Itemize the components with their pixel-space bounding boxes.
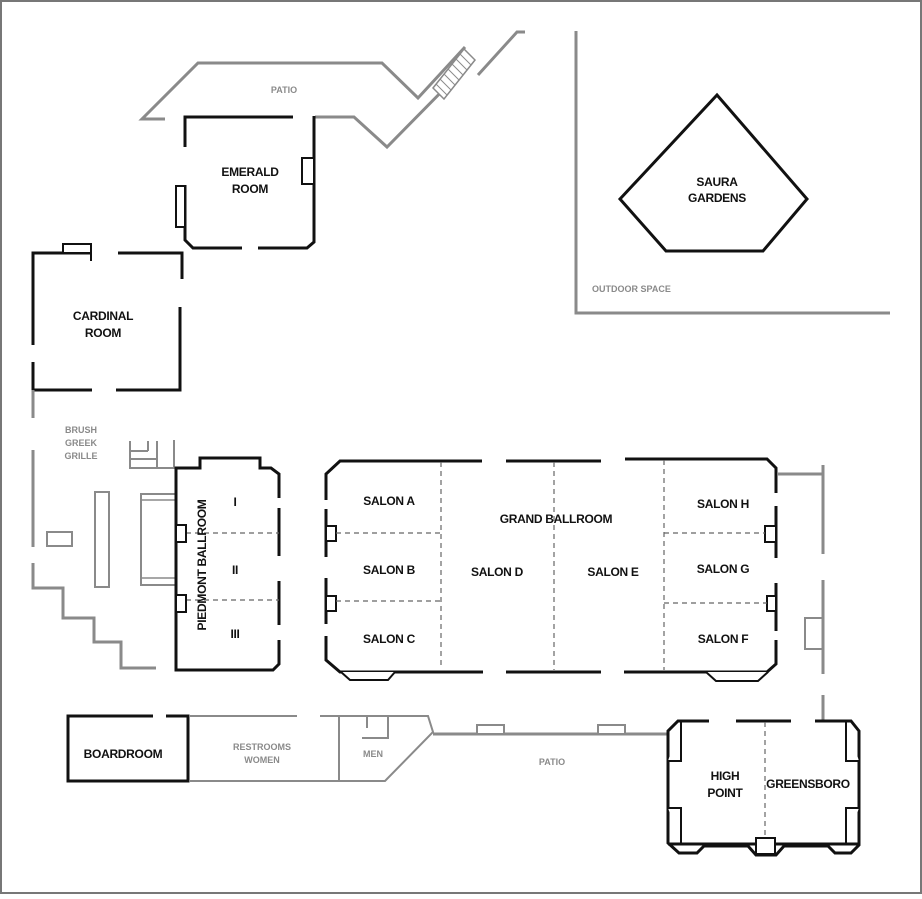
saura-gardens[interactable]: SAURA GARDENS <box>617 92 809 253</box>
grille-area[interactable]: BRUSH GREEK GRILLE <box>31 390 175 670</box>
salon-h-label[interactable]: SALON H <box>697 497 749 511</box>
boardroom-label: BOARDROOM <box>84 747 163 761</box>
high-point-greensboro[interactable]: HIGH POINT GREENSBORO <box>666 719 861 857</box>
patio-top-label: PATIO <box>271 85 297 95</box>
outdoor-space-area[interactable]: OUTDOOR SPACE <box>574 31 890 315</box>
salon-g-label[interactable]: SALON G <box>697 562 750 576</box>
emerald-room-label-2: ROOM <box>232 182 268 196</box>
salon-b-label[interactable]: SALON B <box>363 563 416 577</box>
boardroom[interactable]: BOARDROOM <box>66 714 190 783</box>
grand-ballroom-label: GRAND BALLROOM <box>500 512 613 526</box>
high-point-label-2: POINT <box>707 786 743 800</box>
saura-gardens-label-2: GARDENS <box>688 191 746 205</box>
patio-bottom-label: PATIO <box>539 757 565 767</box>
grille-label-1: BRUSH <box>65 425 97 435</box>
greensboro-label: GREENSBORO <box>766 777 850 791</box>
stairs-icon <box>129 440 175 469</box>
cardinal-room[interactable]: CARDINAL ROOM <box>31 243 184 392</box>
salon-e-label[interactable]: SALON E <box>587 565 639 579</box>
patio-top-area[interactable]: PATIO <box>138 30 525 150</box>
outdoor-space-label: OUTDOOR SPACE <box>592 284 671 294</box>
piedmont-ballroom-label: PIEDMONT BALLROOM <box>195 499 209 630</box>
piedmont-section-2: II <box>232 563 238 577</box>
restrooms-area[interactable]: RESTROOMS WOMEN MEN <box>189 715 435 782</box>
patio-bottom-area[interactable]: PATIO <box>433 724 668 767</box>
salon-f-label[interactable]: SALON F <box>698 632 749 646</box>
cardinal-room-label-1: CARDINAL <box>73 309 133 323</box>
salon-d-label[interactable]: SALON D <box>471 565 524 579</box>
salon-c-label[interactable]: SALON C <box>363 632 416 646</box>
grille-label-2: GREEK <box>65 438 98 448</box>
emerald-room[interactable]: EMERALD ROOM <box>175 115 316 250</box>
cardinal-room-label-2: ROOM <box>85 326 121 340</box>
emerald-room-label-1: EMERALD <box>221 165 279 179</box>
saura-gardens-label-1: SAURA <box>696 175 738 189</box>
men-restroom-label: MEN <box>363 749 383 759</box>
salon-a-label[interactable]: SALON A <box>363 494 415 508</box>
corridor-east <box>777 465 825 720</box>
stairs-icon <box>431 47 477 101</box>
high-point-label-1: HIGH <box>711 769 740 783</box>
piedmont-ballroom[interactable]: PIEDMONT BALLROOM I II III <box>174 456 281 672</box>
piedmont-section-1: I <box>233 495 236 509</box>
grand-ballroom[interactable]: GRAND BALLROOM SALON A SALON B SALON C S… <box>324 457 778 682</box>
grille-label-3: GRILLE <box>65 451 98 461</box>
piedmont-section-3: III <box>230 627 239 641</box>
restrooms-label-2: WOMEN <box>244 755 280 765</box>
restrooms-label-1: RESTROOMS <box>233 742 291 752</box>
